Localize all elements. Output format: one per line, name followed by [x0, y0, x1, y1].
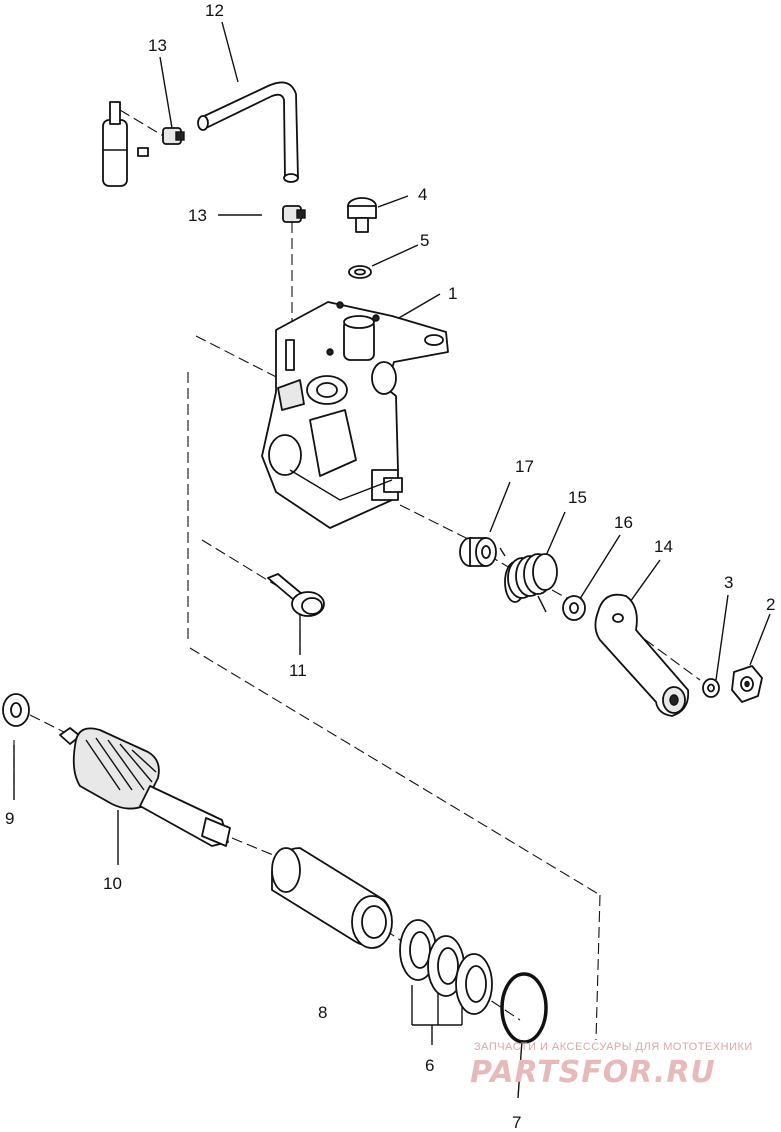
- callout-1: 1: [448, 284, 457, 303]
- bolt-part-11: [267, 573, 325, 617]
- washer-part-3: [702, 678, 720, 698]
- callout-16: 16: [614, 513, 633, 532]
- washer-part-5: [348, 265, 372, 279]
- lever-part-14: [594, 593, 690, 717]
- callout-4: 4: [418, 185, 427, 204]
- watermark: ЗАПЧАСТИ И АКСЕССУАРЫ ДЛЯ МОТОТЕХНИКИ PA…: [470, 1041, 753, 1090]
- callout-3: 3: [724, 573, 733, 592]
- washer-part-9: [2, 693, 30, 727]
- spring-part-15: [499, 547, 558, 613]
- collar-part-17: [459, 537, 497, 567]
- callout-14: 14: [654, 537, 673, 556]
- callout-13-mid: 13: [188, 206, 207, 225]
- washer-part-16: [562, 595, 586, 621]
- callout-12: 12: [205, 1, 224, 20]
- callout-9: 9: [5, 809, 14, 828]
- callout-6: 6: [425, 1056, 434, 1075]
- bolt-part-4: [347, 197, 377, 233]
- callout-2: 2: [766, 595, 775, 614]
- watermark-tagline: ЗАПЧАСТИ И АКСЕССУАРЫ ДЛЯ МОТОТЕХНИКИ: [474, 1041, 753, 1053]
- callout-17: 17: [515, 457, 534, 476]
- clamp-part-13-mid: [282, 205, 306, 223]
- callout-10: 10: [103, 874, 122, 893]
- fitting: [102, 101, 149, 187]
- hose-part-12: [197, 81, 299, 183]
- callout-11: 11: [289, 661, 307, 680]
- callout-15: 15: [568, 488, 587, 507]
- washers-part-6: [399, 919, 493, 1015]
- callout-8: 8: [318, 1003, 327, 1022]
- callout-7: 7: [512, 1113, 521, 1132]
- o-ring-part-7: [500, 972, 548, 1044]
- callout-labels: 12 13 13 4 5 1 17 15 16 14 3 2 11 9 10 8…: [5, 1, 775, 1132]
- sleeve-part-8: [271, 847, 393, 949]
- callout-13-top: 13: [148, 36, 167, 55]
- watermark-brand: PARTSFOR.RU: [470, 1055, 716, 1090]
- leader-lines: [13, 21, 771, 1099]
- clamp-part-13-top: [162, 127, 185, 145]
- gear-shaft-part-10: [59, 727, 231, 847]
- nut-part-2: [731, 665, 763, 703]
- oil-pump-body-part-1: [261, 301, 449, 529]
- callout-5: 5: [420, 231, 429, 250]
